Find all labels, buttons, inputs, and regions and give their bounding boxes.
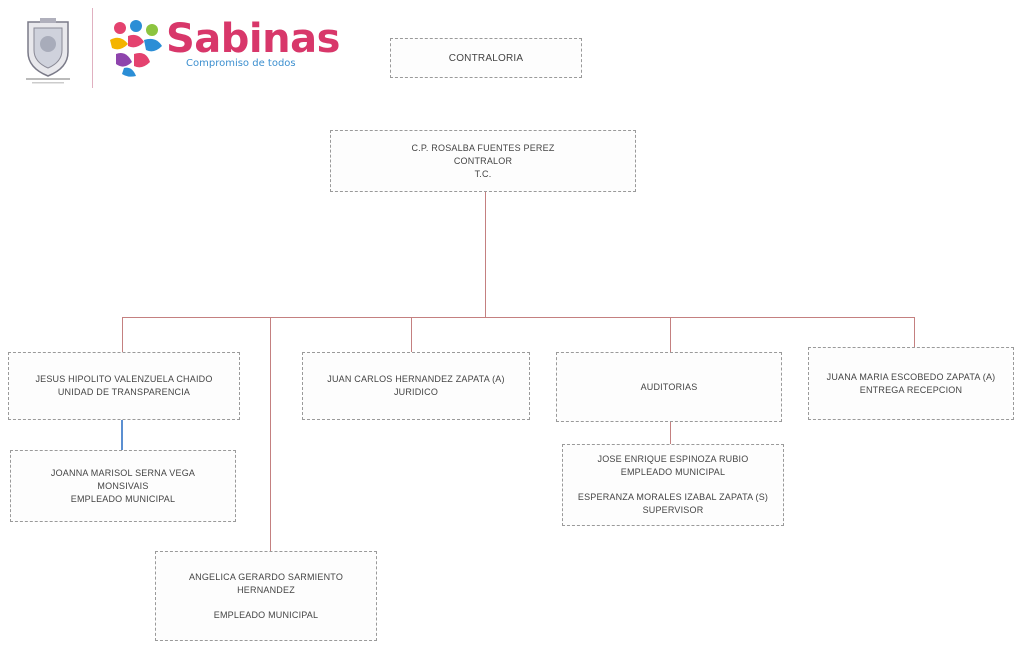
node-role: EMPLEADO MUNICIPAL xyxy=(70,493,176,504)
municipal-seal-logo xyxy=(26,18,70,84)
node-name-2: ESPERANZA MORALES IZABAL ZAPATA (S) xyxy=(577,492,769,502)
node-name: JOANNA MARISOL SERNA VEGA xyxy=(50,467,196,478)
node-name: C.P. ROSALBA FUENTES PEREZ xyxy=(411,142,555,153)
brand-name: Sabinas xyxy=(166,16,340,62)
connector-delivery xyxy=(914,317,915,347)
node-role: EMPLEADO MUNICIPAL xyxy=(620,467,726,477)
node-name-cont: HERNANDEZ xyxy=(237,584,295,595)
org-node-legal: JUAN CARLOS HERNANDEZ ZAPATA (A) JURIDIC… xyxy=(302,352,530,420)
org-node-audits: AUDITORIAS xyxy=(556,352,782,422)
org-node-transparency: JESUS HIPOLITO VALENZUELA CHAIDO UNIDAD … xyxy=(8,352,240,420)
node-role-2: SUPERVISOR xyxy=(642,505,704,515)
department-title: CONTRALORIA xyxy=(390,38,582,78)
node-name: JUANA MARIA ESCOBEDO ZAPATA (A) xyxy=(826,371,996,382)
node-role: CONTRALOR xyxy=(453,155,513,166)
people-figures-icon xyxy=(110,20,162,77)
node-title: AUDITORIAS xyxy=(640,381,698,392)
node-name: JESUS HIPOLITO VALENZUELA CHAIDO xyxy=(35,374,213,384)
connector-audits-sub xyxy=(670,422,671,444)
connector-transparency xyxy=(122,317,123,352)
sabinas-logo: Sabinas Compromiso de todos xyxy=(106,16,340,78)
department-title-text: CONTRALORIA xyxy=(448,52,524,64)
connector-main-bus xyxy=(122,317,915,318)
org-node-contralor: C.P. ROSALBA FUENTES PEREZ CONTRALOR T.C… xyxy=(330,130,636,192)
node-name: JOSE ENRIQUE ESPINOZA RUBIO xyxy=(597,454,749,464)
node-extra: T.C. xyxy=(474,168,492,179)
node-role: UNIDAD DE TRANSPARENCIA xyxy=(57,387,191,397)
connector-employee xyxy=(270,317,271,551)
node-name: JUAN CARLOS HERNANDEZ ZAPATA (A) xyxy=(327,374,505,384)
org-node-audits-staff: JOSE ENRIQUE ESPINOZA RUBIO EMPLEADO MUN… xyxy=(562,444,784,526)
node-role: EMPLEADO MUNICIPAL xyxy=(213,609,319,620)
logo-divider xyxy=(92,8,93,88)
connector-audits xyxy=(670,317,671,352)
node-name-cont: MONSIVAIS xyxy=(97,480,149,491)
org-node-employee: ANGELICA GERARDO SARMIENTO HERNANDEZ EMP… xyxy=(155,551,377,641)
node-name: ANGELICA GERARDO SARMIENTO xyxy=(188,571,344,582)
connector-transparency-sub xyxy=(121,420,123,450)
brand-tagline: Compromiso de todos xyxy=(186,58,296,69)
connector-root-down xyxy=(485,192,486,317)
node-role: JURIDICO xyxy=(393,387,439,397)
node-role: ENTREGA RECEPCION xyxy=(859,384,963,395)
org-node-delivery: JUANA MARIA ESCOBEDO ZAPATA (A) ENTREGA … xyxy=(808,347,1014,420)
org-node-transparency-employee: JOANNA MARISOL SERNA VEGA MONSIVAIS EMPL… xyxy=(10,450,236,522)
connector-legal xyxy=(411,317,412,352)
